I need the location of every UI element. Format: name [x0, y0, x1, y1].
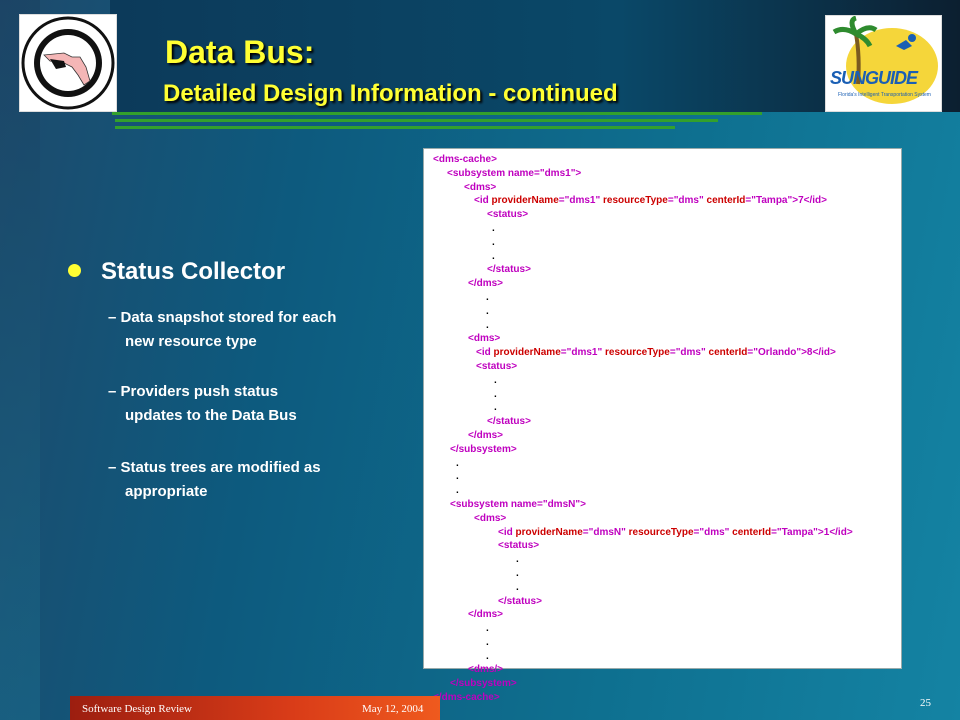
xml-line: <dms-cache>	[433, 154, 497, 165]
xml-line: .	[492, 250, 495, 262]
xml-line: <subsystem name="dms1">	[447, 167, 582, 179]
xml-line: <dms>	[468, 333, 501, 345]
xml-line: .	[486, 319, 489, 331]
header-rule-2	[115, 119, 718, 122]
xml-line: </dms>	[468, 609, 504, 621]
sub-item-1-line1: – Data snapshot stored for each	[108, 309, 337, 326]
xml-line: </status>	[487, 416, 531, 428]
sub-item-1-line2: new resource type	[125, 333, 257, 350]
xml-line: </dms-cache>	[433, 692, 500, 704]
sunguide-wordmark: SUNGUIDE	[830, 68, 918, 88]
xml-code-box: <dms-cache> <subsystem name="dms1"> <dms…	[423, 148, 902, 703]
xml-line: .	[486, 636, 489, 648]
xml-line: .	[494, 374, 497, 386]
xml-line: .	[486, 650, 489, 662]
xml-line: <id providerName="dms1" resourceType="dm…	[474, 195, 828, 207]
slide-title: Data Bus:	[165, 34, 315, 70]
xml-line: </status>	[498, 595, 542, 607]
bullet-dot-icon	[68, 264, 81, 278]
sub-item-3: – Status trees are modified as appropria…	[108, 456, 321, 504]
xml-line: <subsystem name="dmsN">	[450, 498, 586, 510]
xml-line: </subsystem>	[450, 443, 517, 455]
xml-line: .	[516, 554, 519, 566]
xml-line: </status>	[487, 264, 531, 276]
xml-line: .	[486, 623, 489, 635]
header-rule-3	[115, 126, 675, 129]
sub-item-1: – Data snapshot stored for each new reso…	[108, 306, 336, 354]
sub-item-2-line2: updates to the Data Bus	[125, 407, 297, 424]
footer-bar	[70, 696, 440, 720]
xml-line: .	[494, 388, 497, 400]
xml-line: </subsystem>	[450, 678, 517, 690]
xml-line: <dms/>	[468, 664, 504, 676]
xml-line: </dms>	[468, 278, 504, 290]
xml-line: .	[486, 291, 489, 303]
xml-line: .	[486, 305, 489, 317]
xml-line: .	[516, 581, 519, 593]
sunguide-logo-icon	[832, 15, 938, 104]
xml-line: <id providerName="dmsN" resourceType="dm…	[498, 526, 853, 538]
bullet-status-collector: Status Collector	[68, 258, 285, 286]
sub-item-2-line1: – Providers push status	[108, 383, 279, 400]
xml-line: .	[456, 485, 459, 497]
header-band	[110, 0, 960, 112]
left-decorative-band	[0, 0, 40, 720]
xml-line: .	[456, 457, 459, 469]
footer-date: May 12, 2004	[362, 703, 424, 715]
page-number: 25	[920, 697, 931, 709]
xml-line: <status>	[476, 360, 518, 372]
xml-line: .	[492, 222, 495, 234]
footer-title: Software Design Review	[82, 703, 192, 715]
sub-item-2: – Providers push status updates to the D…	[108, 380, 297, 428]
bullet-heading: Status Collector	[101, 258, 286, 285]
sunguide-logo: SUNGUIDE Florida's Intelligent Transport…	[825, 15, 942, 112]
xml-line: .	[494, 402, 497, 414]
fdot-seal-logo	[19, 14, 117, 112]
fdot-seal-icon	[21, 16, 115, 110]
xml-line: .	[492, 236, 495, 248]
xml-line: <dms>	[474, 512, 507, 524]
xml-line: <status>	[498, 540, 540, 552]
slide-subtitle: Detailed Design Information - continued	[163, 80, 618, 107]
xml-line: <status>	[487, 209, 529, 221]
sunguide-tagline: Florida's Intelligent Transportation Sys…	[838, 92, 931, 98]
xml-line: </dms>	[468, 429, 504, 441]
xml-line: <id providerName="dms1" resourceType="dm…	[476, 347, 836, 359]
xml-line: <dms>	[464, 181, 497, 193]
header-rule-1	[112, 112, 762, 115]
sub-item-3-line1: – Status trees are modified as	[108, 459, 321, 476]
xml-line: .	[516, 567, 519, 579]
xml-line: .	[456, 471, 459, 483]
sub-item-3-line2: appropriate	[125, 483, 208, 500]
